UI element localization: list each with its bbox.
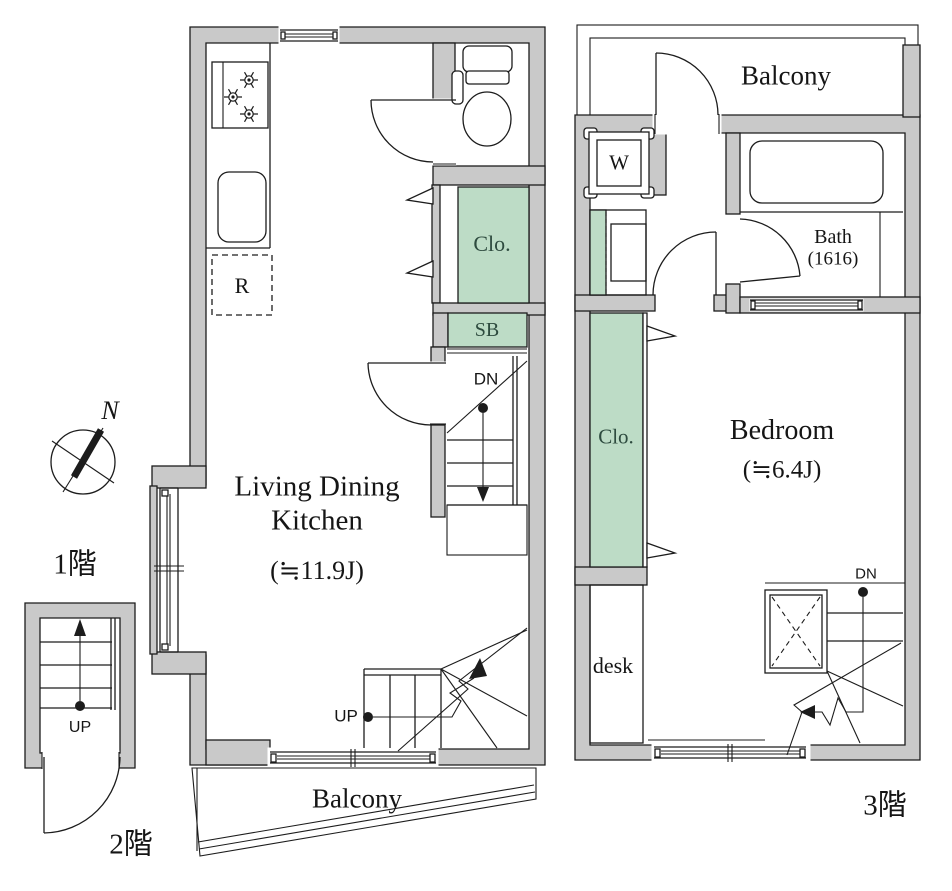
balcony-label-2f: Balcony xyxy=(312,783,402,814)
toilet-icon xyxy=(451,45,513,147)
living-window-icon xyxy=(270,749,436,767)
compass-icon xyxy=(50,427,116,495)
hall-door-arc xyxy=(652,231,717,296)
kitchen-window-icon xyxy=(280,29,338,42)
desk-box xyxy=(589,584,644,744)
closet-folding-door-icon xyxy=(404,186,434,278)
room-size-ldk: (≒11.9J) xyxy=(270,556,364,585)
bath-window-icon xyxy=(750,299,863,311)
up-label-2f: UP xyxy=(334,706,358,726)
stairs-up-2f xyxy=(363,627,528,752)
kitchen-counter xyxy=(206,43,271,249)
closet-label-3f: Clo. xyxy=(598,424,634,449)
floor2-balcony-railing xyxy=(191,767,537,857)
vanity-icon xyxy=(589,209,647,296)
bay-window-icon xyxy=(154,487,184,653)
desk-label: desk xyxy=(592,653,634,678)
refrigerator-box xyxy=(211,254,273,316)
shoebox-box xyxy=(447,312,528,348)
floor2-unit xyxy=(149,25,546,857)
down-label-2f: DN xyxy=(473,369,499,389)
toilet-door-arc xyxy=(370,99,456,165)
stairs-down-2f xyxy=(446,356,528,506)
room-label-ldk-line1: Living Dining xyxy=(234,470,400,503)
washer-icon xyxy=(583,127,655,199)
balcony-label-3f: Balcony xyxy=(741,60,831,91)
bedroom-window-icon xyxy=(654,744,806,762)
closet-box-2f xyxy=(457,186,530,304)
room-label-ldk-line2: Kitchen xyxy=(271,504,363,537)
sink-icon xyxy=(217,171,267,243)
floor1-entrance xyxy=(24,602,136,834)
floor2-label: 2階 xyxy=(109,828,153,861)
closet-folding-door-icon-3f-top xyxy=(646,325,678,342)
washer-label: W xyxy=(609,150,629,175)
shoebox-label: SB xyxy=(474,319,500,341)
north-label: N xyxy=(101,396,119,425)
stairs-up-1f xyxy=(40,618,116,711)
closet-folding-door-icon-3f-bottom xyxy=(646,542,678,559)
down-label-3f: DN xyxy=(855,565,877,583)
bath-label-line2: (1616) xyxy=(807,248,859,270)
closet-label-2f: Clo. xyxy=(473,231,511,256)
up-label-1f: UP xyxy=(68,719,92,736)
bath-label-line1: Bath xyxy=(814,226,852,248)
room-size-bedroom: (≒6.4J) xyxy=(742,456,822,484)
bathtub-icon xyxy=(749,140,884,204)
refrigerator-label: R xyxy=(234,273,250,298)
balcony-door-arc xyxy=(654,52,720,134)
room-label-bedroom: Bedroom xyxy=(729,415,835,446)
floor1-label: 1階 xyxy=(53,548,97,581)
stove-icon xyxy=(211,61,269,129)
entrance-door-arc xyxy=(41,752,121,834)
floor3-label: 3階 xyxy=(863,789,907,822)
stair-door-arc xyxy=(367,362,446,426)
stairs-down-3f xyxy=(764,582,905,756)
stair-void-box xyxy=(446,504,528,556)
floor3-unit xyxy=(574,24,921,763)
bath-door-arc xyxy=(739,218,801,283)
